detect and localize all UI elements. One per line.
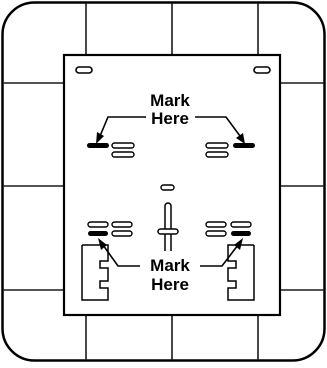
bottom-right-slot-group	[205, 221, 252, 237]
top-right-slot-group	[205, 142, 255, 158]
slot-hole	[205, 151, 229, 158]
slot-hole	[111, 142, 135, 149]
top-right-arrowhead	[236, 133, 245, 144]
slot-hole	[111, 151, 135, 158]
slot-hole	[111, 230, 133, 237]
top-left-leader	[99, 116, 146, 137]
top-right-leader	[195, 116, 241, 137]
slot-hole	[205, 230, 227, 237]
bottom-right-marked-slot	[231, 231, 251, 236]
slot-hole	[87, 221, 109, 228]
top-left-arrowhead	[96, 132, 104, 144]
bottom-right-arrowhead	[234, 238, 243, 250]
bottom-left-leader	[102, 244, 140, 267]
bottom-label-line-2: Here	[151, 275, 189, 294]
bottom-label-backdrop	[138, 251, 204, 295]
top-label-line-2: Here	[151, 109, 189, 128]
bottom-left-slot-group	[87, 221, 133, 237]
slot-hole	[205, 142, 229, 149]
top-right-marked-slot	[233, 143, 255, 148]
top-left-marked-slot	[87, 143, 109, 148]
slot-hole	[111, 221, 133, 228]
bottom-left-bracket-cutout	[81, 244, 109, 301]
slot-hole-top-left	[75, 66, 93, 74]
top-left-slot-group	[87, 142, 135, 158]
bottom-left-marked-slot	[88, 231, 108, 236]
slot-hole	[205, 221, 227, 228]
top-label-line-1: Mark	[150, 91, 190, 110]
slot-hole	[230, 221, 252, 228]
bottom-right-bracket-cutout	[227, 244, 255, 301]
center-keyhole-mark	[157, 202, 179, 258]
bottom-right-leader	[200, 244, 239, 267]
slot-hole-top-right	[253, 66, 271, 74]
bottom-left-arrowhead	[98, 238, 107, 250]
bottom-label-line-1: Mark	[150, 256, 190, 275]
center-slot-hole	[160, 184, 175, 191]
